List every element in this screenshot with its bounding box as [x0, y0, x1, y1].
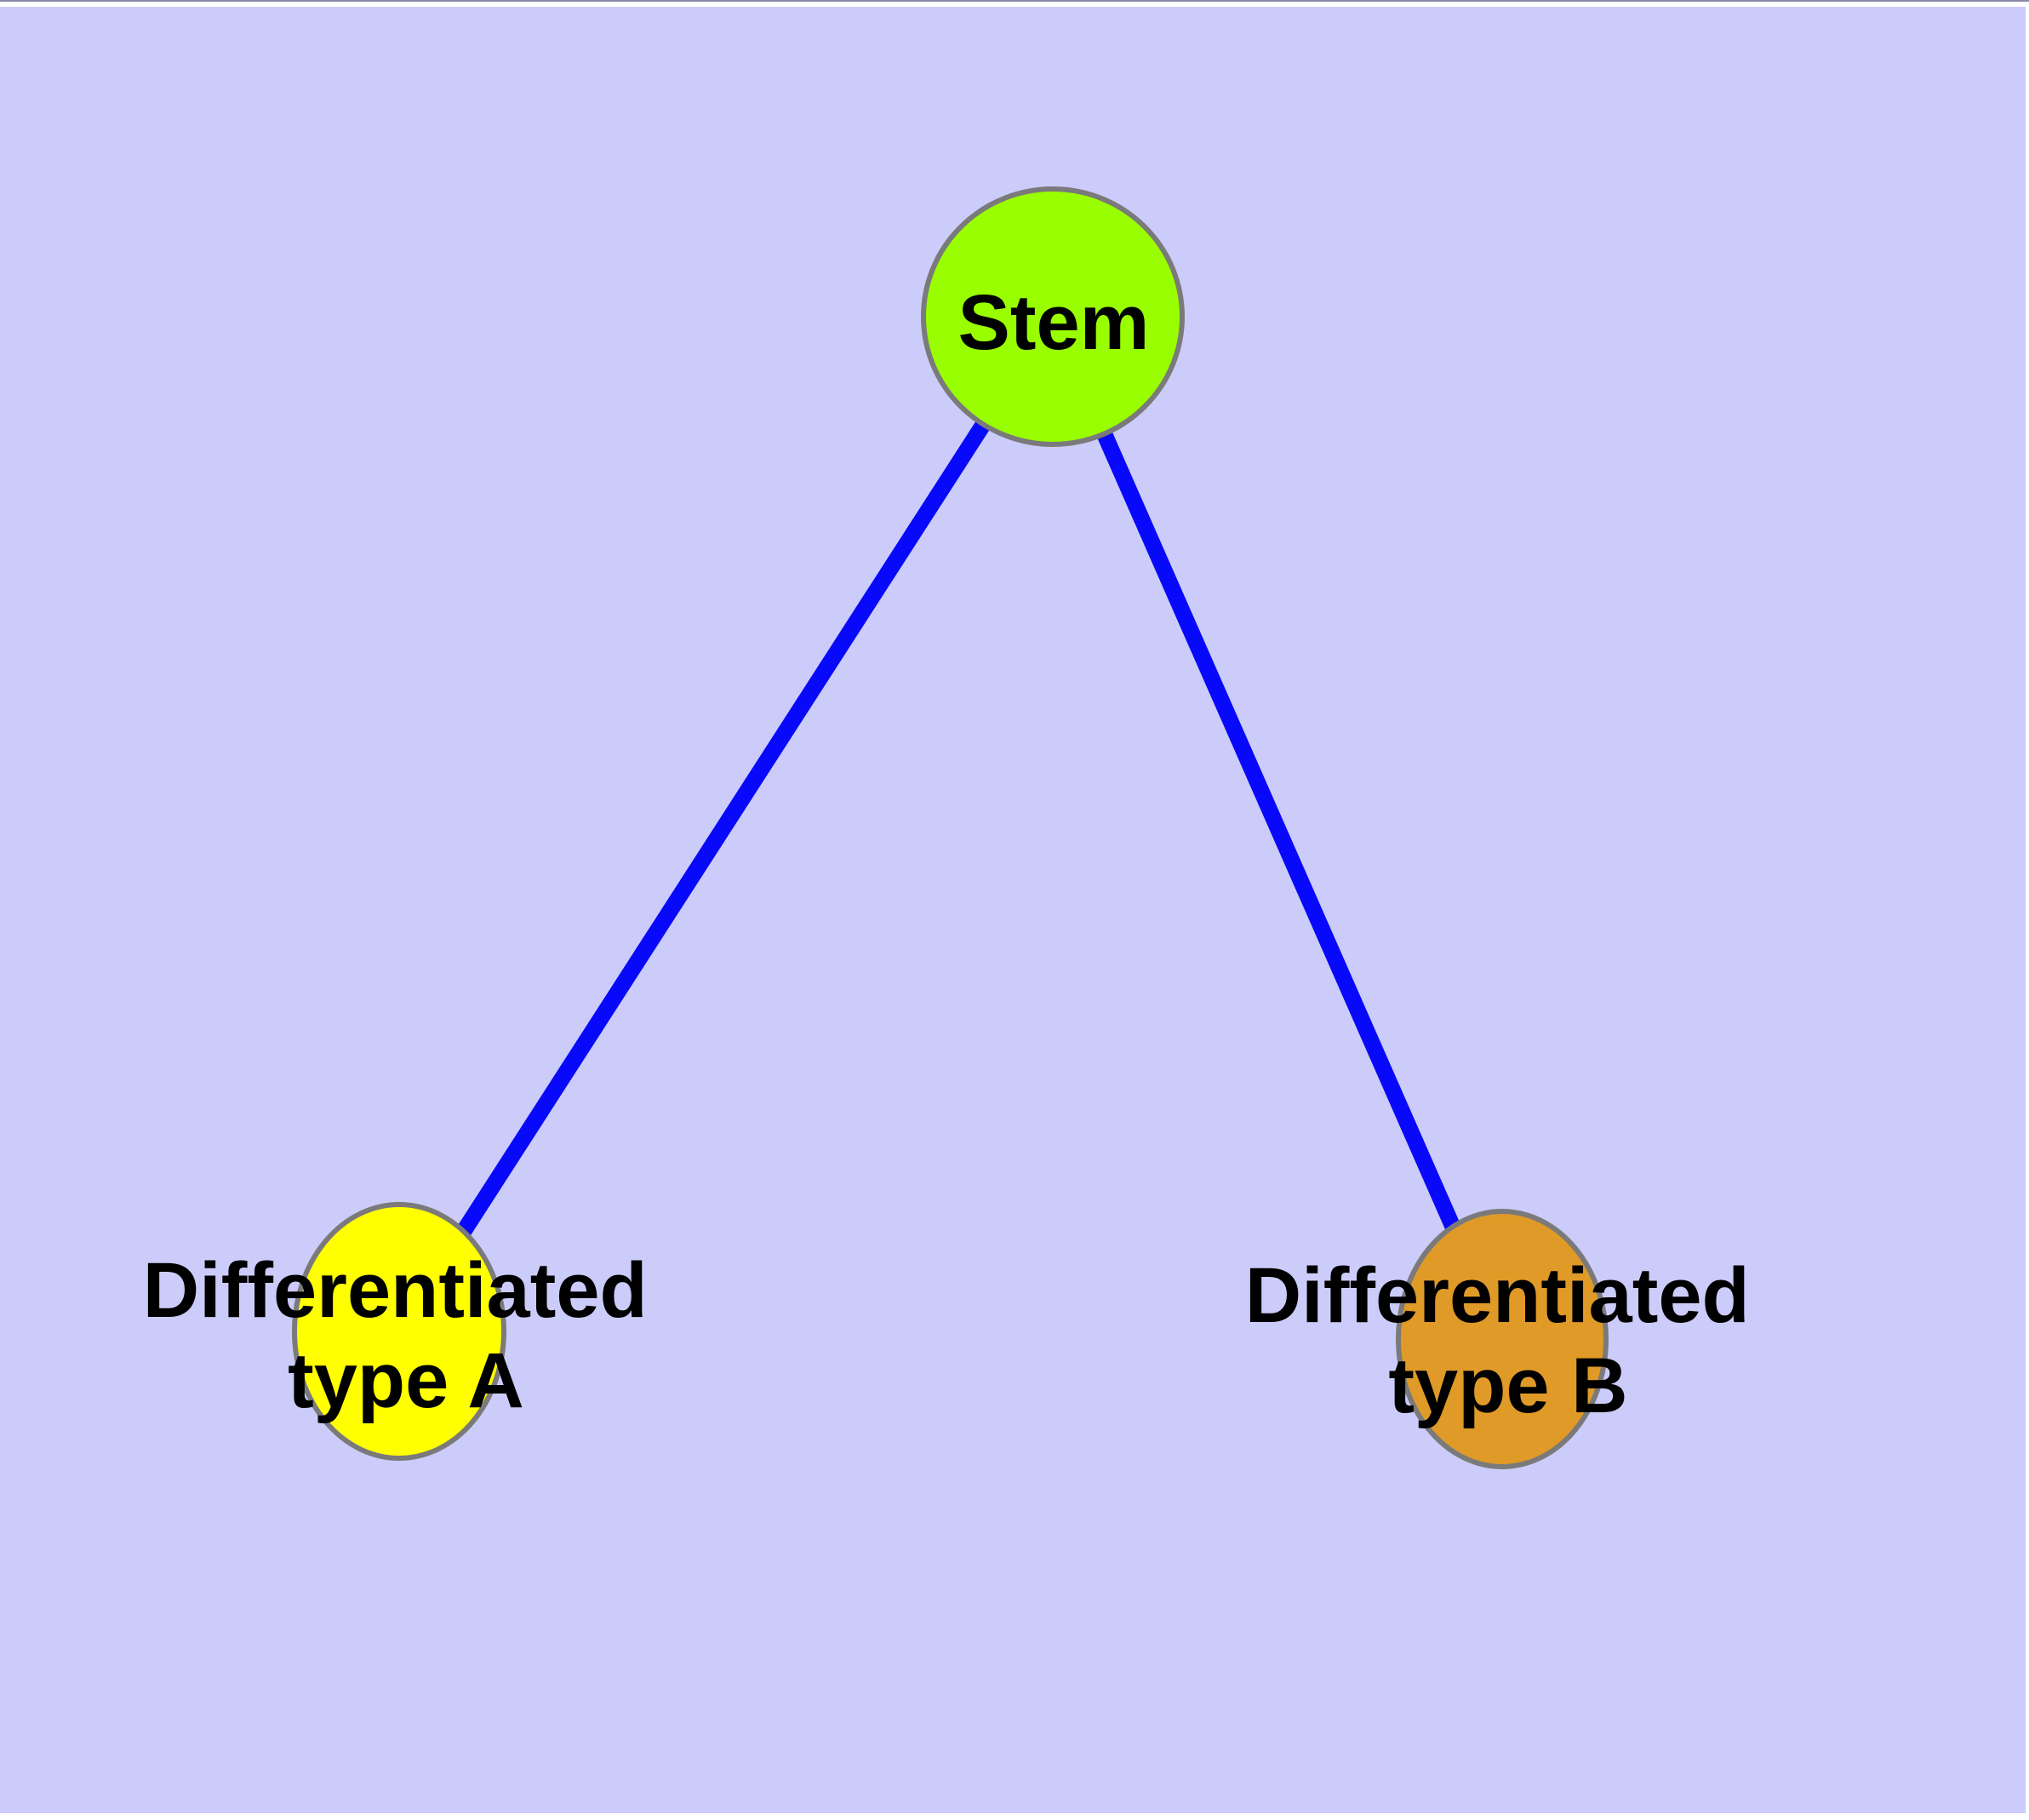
node-stem-circle: [921, 186, 1185, 447]
node-type-a-label: Differentiated type A: [143, 1247, 670, 1424]
node-stem: Stem: [921, 186, 1185, 447]
node-stem-label: Stem: [958, 279, 1150, 366]
node-differentiated-type-a: Differentiated type A: [143, 1202, 670, 1461]
top-edge-line: [0, 0, 2029, 2]
edge-stem-to-type-b: [1045, 313, 1510, 1342]
node-type-a-circle: [292, 1202, 506, 1461]
edge-layer: [392, 312, 1510, 1342]
node-differentiated-type-b: Differentiated type B: [1245, 1209, 1772, 1469]
edge-stem-to-type-a: [392, 312, 1060, 1336]
node-type-b-label: Differentiated type B: [1245, 1252, 1772, 1429]
node-type-b-circle: [1396, 1209, 1609, 1469]
